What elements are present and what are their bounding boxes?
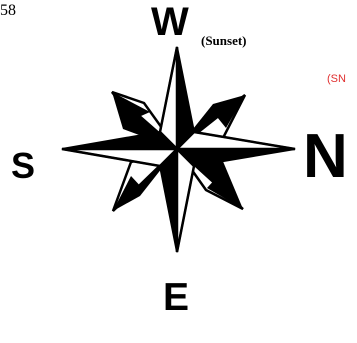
direction-label-right: N xyxy=(303,126,348,188)
direction-label-top: W xyxy=(151,2,189,42)
direction-label-bottom: E xyxy=(163,278,189,317)
sunset-annotation: (Sunset) xyxy=(201,34,247,47)
red-annotation: (SN xyxy=(327,74,346,85)
direction-label-left: S xyxy=(11,148,35,184)
